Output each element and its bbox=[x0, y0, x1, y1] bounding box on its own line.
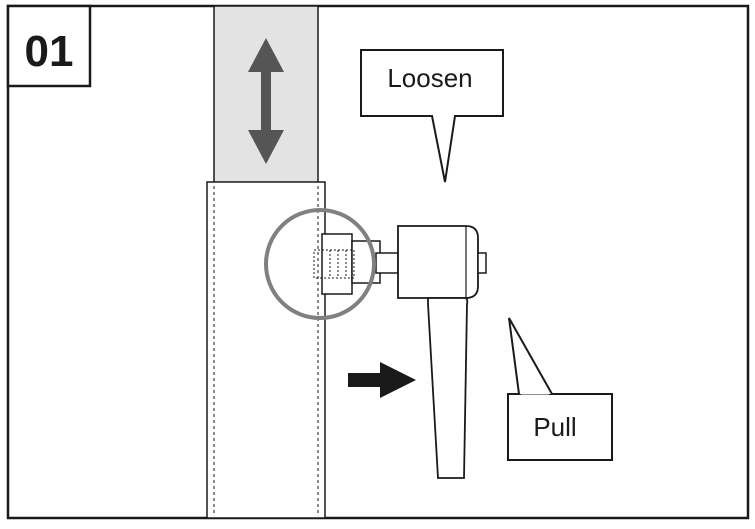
outer-tube bbox=[206, 181, 326, 519]
loosen-callout: Loosen bbox=[360, 49, 504, 183]
pull-callout: Pull bbox=[507, 317, 613, 461]
pull-direction-arrow-icon bbox=[348, 362, 416, 398]
threaded-insert bbox=[313, 233, 399, 295]
highlight-circle bbox=[264, 208, 376, 320]
step-badge: 01 bbox=[6, 4, 92, 88]
height-adjust-arrow-icon bbox=[248, 38, 284, 164]
step-number: 01 bbox=[25, 27, 74, 76]
pull-label: Pull bbox=[533, 412, 576, 442]
clamp-lever bbox=[397, 225, 487, 479]
loosen-label: Loosen bbox=[387, 63, 472, 93]
